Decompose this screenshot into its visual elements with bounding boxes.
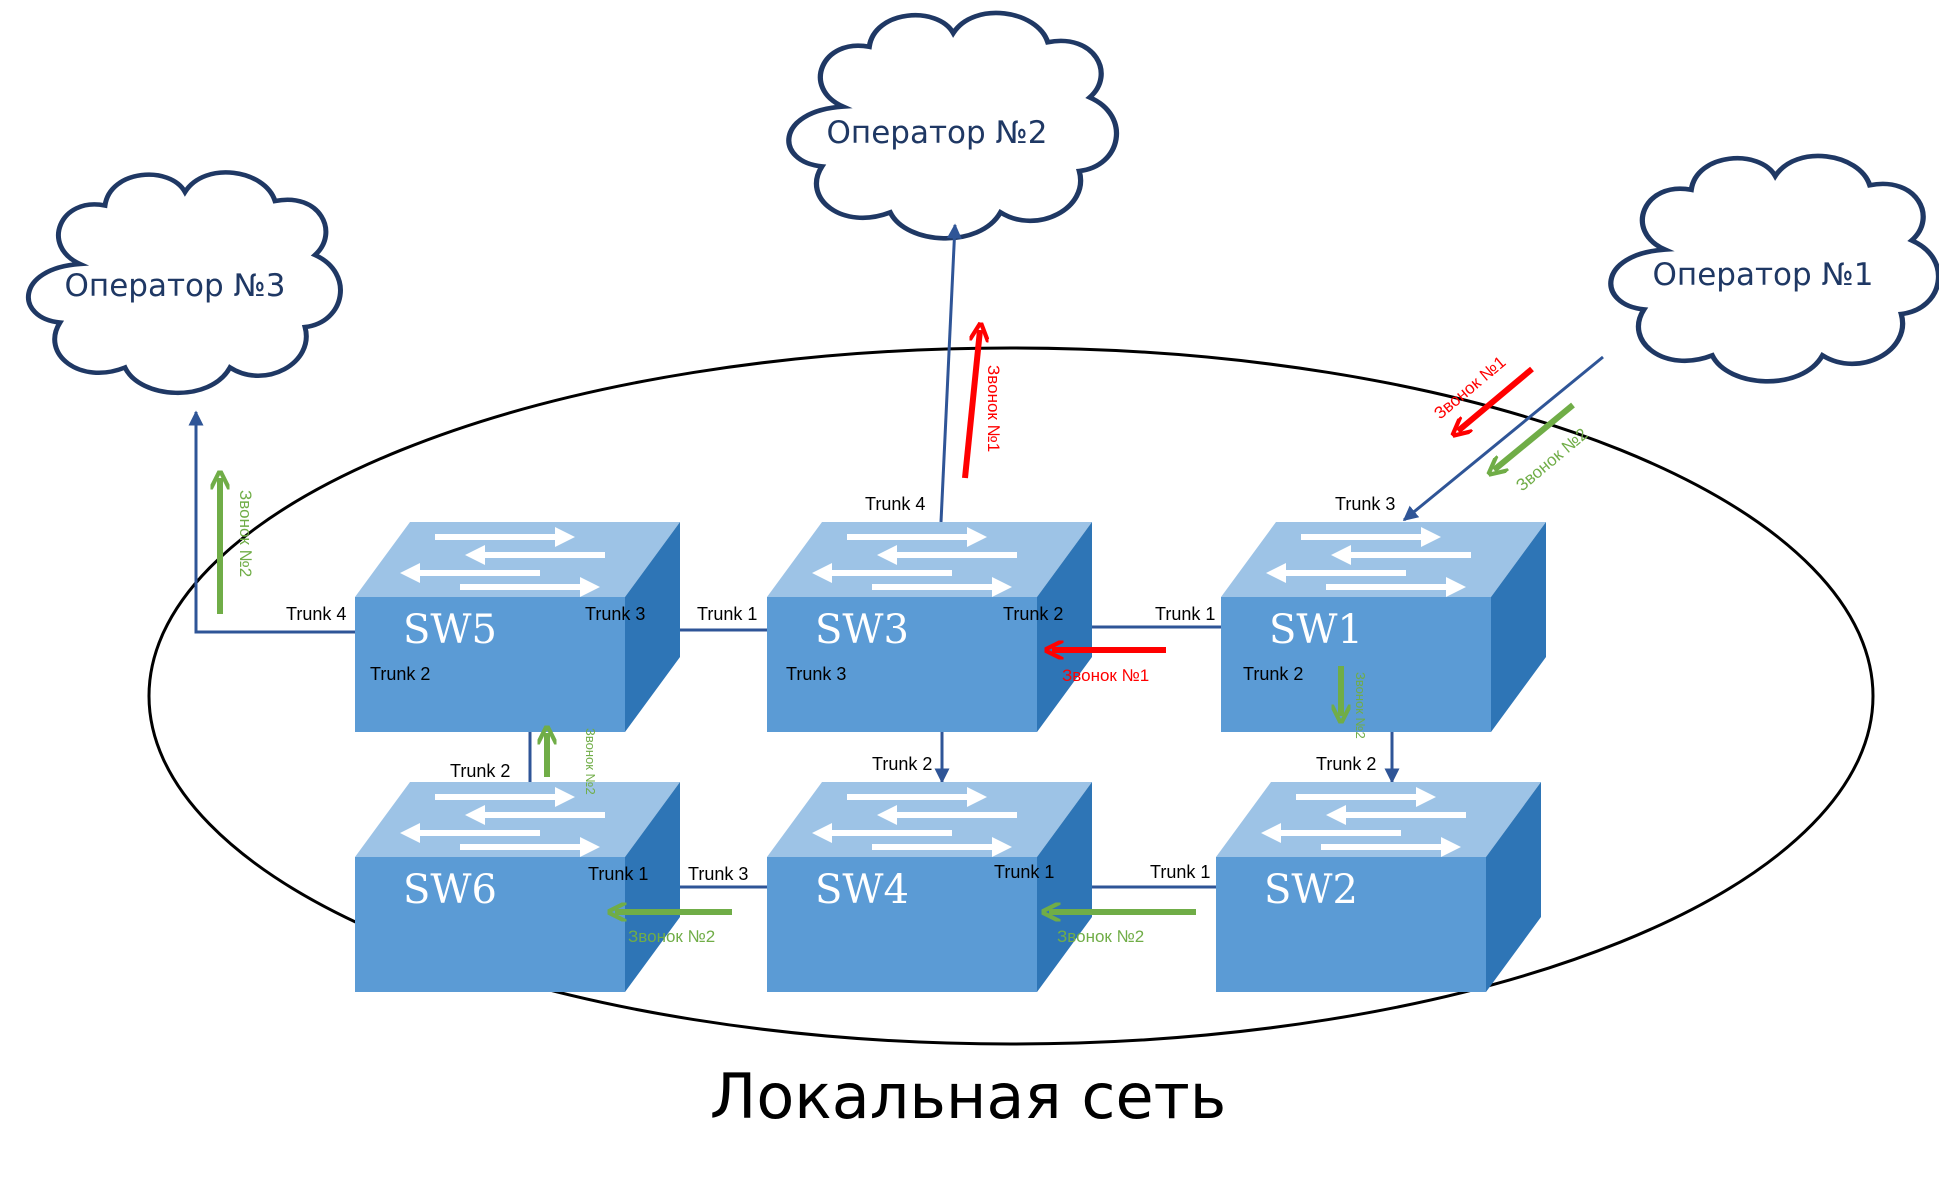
trunk-label: Trunk 4 <box>865 494 925 514</box>
switch-sw5-label: SW5 <box>403 607 497 653</box>
switch-sw3-label: SW3 <box>815 607 909 653</box>
trunk-label: Trunk 3 <box>688 864 748 884</box>
call1-label-sw1-sw3: Звонок №1 <box>1062 666 1149 685</box>
link-sw5-op3 <box>188 410 355 634</box>
call2-label-op1: Звонок №2 <box>1512 424 1591 495</box>
call1-arrow-op2 <box>962 330 980 479</box>
trunk-label: Trunk 3 <box>585 604 645 624</box>
call2-label-op3: Звонок №2 <box>236 490 255 577</box>
trunk-label: Trunk 4 <box>286 604 346 624</box>
trunk-label: Trunk 1 <box>1150 862 1210 882</box>
operator-2-label: Оператор №2 <box>827 115 1048 151</box>
switch-sw6-label: SW6 <box>403 867 497 913</box>
call1-arrow-op1 <box>1458 366 1534 431</box>
trunk-label: Trunk 2 <box>872 754 932 774</box>
trunk-label: Trunk 2 <box>1003 604 1063 624</box>
call2-label-sw2-sw4: Звонок №2 <box>1057 927 1144 946</box>
local-network-ellipse <box>147 346 1875 1046</box>
switch-sw2-label: SW2 <box>1264 867 1358 913</box>
call1-label-op2: Звонок №1 <box>984 365 1003 452</box>
trunk-label: Trunk 2 <box>1243 664 1303 684</box>
trunk-label: Trunk 2 <box>450 761 510 781</box>
operator-1-label: Оператор №1 <box>1653 257 1874 293</box>
network-caption: Локальная сеть <box>710 1060 1227 1133</box>
trunk-label: Trunk 1 <box>994 862 1054 882</box>
switch-sw1-label: SW1 <box>1269 607 1363 653</box>
trunk-label: Trunk 2 <box>1316 754 1376 774</box>
call2-label-sw4-sw6: Звонок №2 <box>628 927 715 946</box>
link-op1-sw1 <box>1402 355 1604 522</box>
switch-sw4-label: SW4 <box>815 867 909 913</box>
call2-label-sw1-sw2: Звонок №2 <box>1353 672 1368 739</box>
trunk-label: Trunk 1 <box>697 604 757 624</box>
link-sw3-op2 <box>939 223 962 523</box>
call1-label-op1: Звонок №1 <box>1430 352 1509 423</box>
trunk-label: Trunk 1 <box>1155 604 1215 624</box>
trunk-label: Trunk 3 <box>786 664 846 684</box>
operator-3-label: Оператор №3 <box>65 268 286 304</box>
call2-label-sw6-sw5: Звонок №2 <box>583 728 598 795</box>
trunk-label: Trunk 1 <box>588 864 648 884</box>
trunk-label: Trunk 3 <box>1335 494 1395 514</box>
trunk-label: Trunk 2 <box>370 664 430 684</box>
call2-arrow-op1 <box>1494 402 1575 470</box>
